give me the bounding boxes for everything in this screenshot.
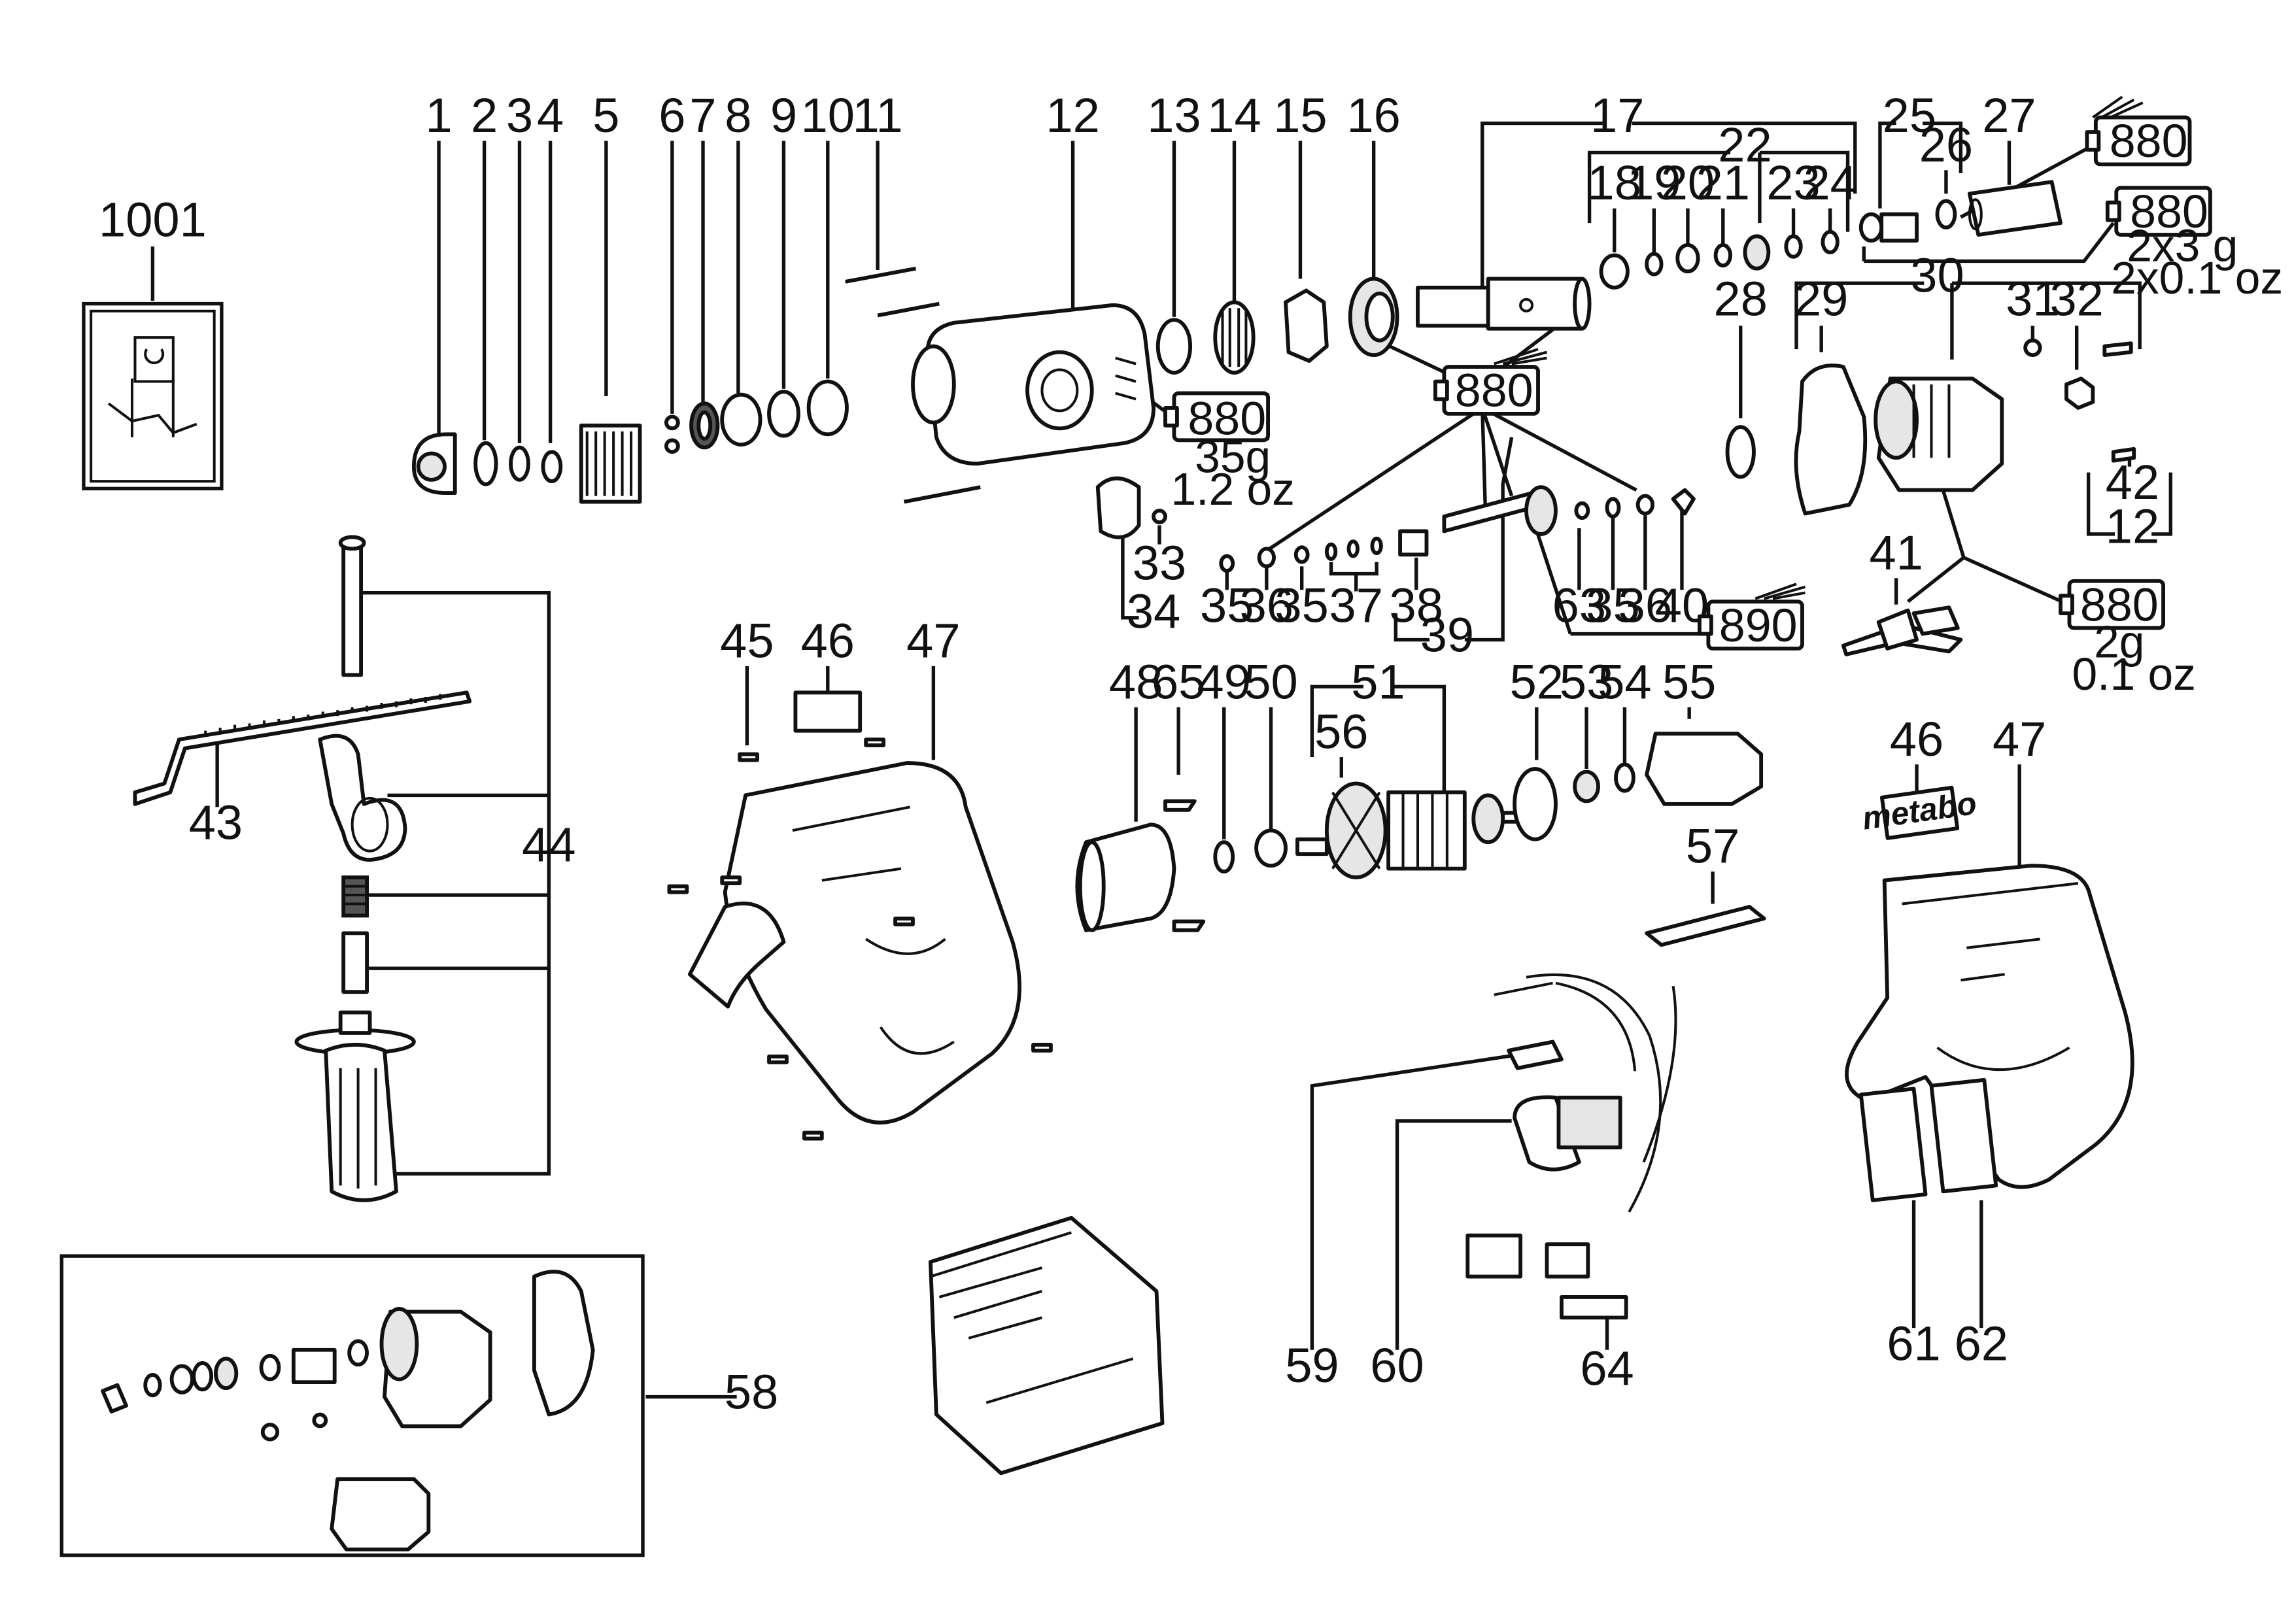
battery-pack — [928, 1215, 1165, 1476]
callout-16: 16 — [1346, 88, 1400, 143]
spindle-17 — [1416, 229, 1840, 331]
impact-mechanism-25-27 — [1858, 180, 2063, 243]
callout-50: 50 — [1244, 654, 1297, 709]
grease-tube-880-main: 880 35g 1.2 oz — [1163, 391, 1295, 515]
grease-tube-880-right: 880 2g 0.1 oz — [2059, 579, 2196, 700]
grease-tube-880-mid: 880 — [1433, 348, 1548, 417]
gear-and-bearing-parts — [1156, 277, 1399, 375]
grease-type-label: 880 — [2080, 579, 2159, 631]
gear-set-33-40 — [1095, 476, 1696, 573]
grease-quantity-oz: 1.2 oz — [1171, 464, 1294, 515]
grease-type-label: 880 — [2110, 115, 2188, 167]
side-handle-44 — [294, 535, 416, 1202]
callout-1: 1 — [425, 88, 452, 143]
callout-19: 19 — [1627, 156, 1681, 210]
metabo-logo-text: metabo — [1860, 785, 1978, 837]
callout-56: 56 — [1314, 705, 1368, 759]
grease-tube-890: 890 — [1697, 583, 1806, 652]
electronics-59-64 — [1465, 973, 1677, 1320]
switch-mechanism-41 — [1841, 605, 1963, 656]
motor-parts-48-56 — [1075, 732, 1766, 947]
grease-tube-880-top-lower: 880 2x3 g 2x0.1 oz — [2105, 186, 2283, 303]
callout-41: 41 — [1869, 526, 1923, 580]
callout-1001: 1001 — [99, 192, 207, 246]
callout-46b: 46 — [1890, 712, 1943, 766]
callout-57: 57 — [1686, 819, 1739, 873]
callout-14: 14 — [1207, 88, 1261, 143]
callout-48: 48 — [1109, 654, 1163, 709]
callout-13: 13 — [1147, 88, 1201, 143]
callout-7: 7 — [689, 88, 716, 143]
callout-4: 4 — [537, 88, 564, 143]
callout-26: 26 — [1919, 118, 1973, 172]
callout-31: 31 — [2006, 272, 2059, 326]
inset-detail-1001 — [82, 301, 224, 491]
gear-housing-12 — [911, 303, 1156, 466]
callout-28: 28 — [1714, 272, 1768, 326]
callout-12b: 12 — [2106, 499, 2159, 553]
callout-55: 55 — [1662, 654, 1716, 709]
callout-46: 46 — [801, 613, 855, 668]
callout-53: 53 — [1560, 654, 1613, 709]
housing-half-47 — [667, 690, 1053, 1141]
grease-quantity: 2x3 g — [2127, 220, 2238, 271]
callout-21: 21 — [1696, 156, 1750, 210]
callout-6: 6 — [659, 88, 685, 143]
callout-47: 47 — [906, 613, 960, 668]
callout-17: 17 — [1590, 88, 1644, 143]
depth-stop-rod-43 — [133, 690, 472, 806]
callout-64: 64 — [1580, 1342, 1634, 1396]
gearbox-kit-58-frame — [60, 1254, 645, 1557]
motor-housing-30 — [1725, 338, 2136, 516]
grease-quantity: 35g — [1195, 431, 1271, 482]
grease-tube-880-top-upper: 880 — [2085, 95, 2192, 167]
leader-lines — [150, 121, 2173, 1399]
callout-34: 34 — [1127, 584, 1180, 639]
callout-47b: 47 — [1993, 712, 2046, 766]
grease-quantity-oz: 0.1 oz — [2072, 649, 2196, 700]
callout-65: 65 — [1152, 654, 1205, 709]
brand-label-46: metabo — [1860, 785, 1979, 840]
callout-27: 27 — [1982, 88, 2036, 143]
grease-type-label: 890 — [1719, 600, 1798, 652]
callout-2: 2 — [471, 88, 498, 143]
callout-12: 12 — [1046, 88, 1099, 143]
callout-42: 42 — [2106, 455, 2159, 509]
callout-30: 30 — [1910, 248, 1964, 303]
callout-5: 5 — [592, 88, 619, 143]
callout-33: 33 — [1133, 535, 1186, 590]
grease-type-label: 880 — [1188, 392, 1266, 445]
grease-quantity-oz: 2x0.1 oz — [2111, 252, 2283, 303]
callout-22: 22 — [1718, 118, 1772, 172]
grease-type-label: 880 — [1455, 365, 1533, 417]
callout-15: 15 — [1273, 88, 1327, 143]
callout-51: 51 — [1351, 654, 1405, 709]
callout-9: 9 — [770, 88, 797, 143]
callout-8: 8 — [725, 88, 751, 143]
grease-type-label: 880 — [2130, 186, 2208, 238]
callout-58: 58 — [725, 1365, 778, 1419]
callout-23: 23 — [1766, 156, 1820, 210]
callout-52: 52 — [1510, 654, 1564, 709]
chuck-parts-row — [411, 266, 981, 504]
callout-labels: 1 2 3 4 5 6 7 8 9 10 11 12 13 14 15 16 1… — [99, 88, 2159, 1419]
callout-11: 11 — [853, 88, 903, 143]
callout-45: 45 — [720, 613, 774, 668]
callout-32: 32 — [2049, 272, 2103, 326]
housing-shell-47-right — [1845, 864, 2134, 1202]
callout-49: 49 — [1197, 654, 1251, 709]
callout-3: 3 — [506, 88, 533, 143]
callout-25: 25 — [1883, 88, 1936, 143]
callout-54: 54 — [1598, 654, 1651, 709]
grease-quantity: 2g — [2094, 616, 2144, 667]
callout-20: 20 — [1661, 156, 1715, 210]
callout-39: 39 — [1420, 607, 1474, 662]
callout-10: 10 — [801, 88, 855, 143]
callout-18: 18 — [1588, 156, 1641, 210]
callout-29: 29 — [1794, 272, 1848, 326]
